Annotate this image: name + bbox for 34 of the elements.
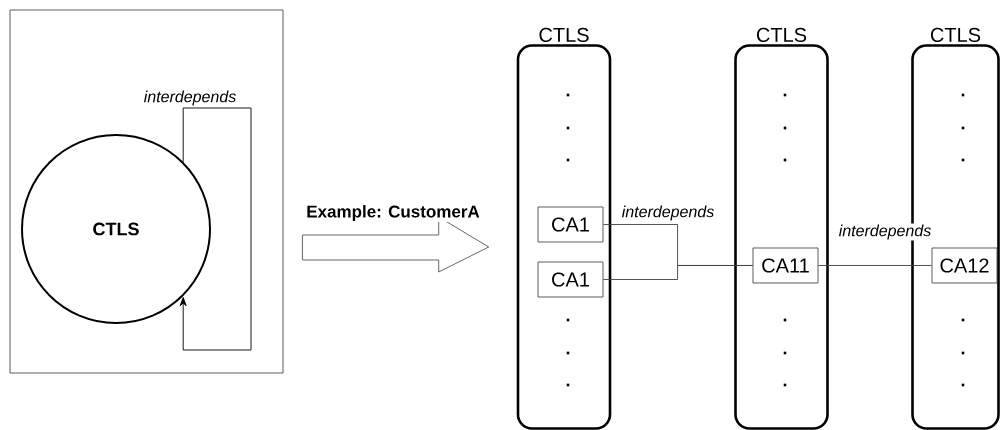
ellipsis-dot: . — [961, 351, 965, 355]
ellipsis-dot: . — [566, 126, 570, 130]
node-label: CTLS — [756, 27, 807, 42]
frame-box — [9, 9, 284, 374]
item-box: CA11 — [752, 247, 819, 284]
connector — [817, 265, 933, 266]
item-box: CA1 — [537, 261, 604, 298]
node-label: CTLS — [930, 27, 981, 42]
ellipsis-dot: . — [566, 383, 570, 387]
ellipsis-dot: . — [783, 351, 787, 355]
ellipsis-dot: . — [783, 158, 787, 162]
item-box: CA1 — [537, 206, 604, 243]
ellipsis-dot: . — [961, 383, 965, 387]
ellipsis-dot: . — [566, 158, 570, 162]
ellipsis-dot: . — [961, 126, 965, 130]
ellipsis-dot: . — [783, 93, 787, 97]
item-box: CA12 — [931, 247, 998, 284]
ellipsis-dot: . — [783, 383, 787, 387]
edge-label: interdepends — [142, 89, 238, 107]
connector — [179, 107, 252, 351]
circle-node: CTLS — [21, 134, 211, 324]
ellipsis-dot: . — [783, 318, 787, 322]
edge-label: interdepends — [837, 223, 933, 241]
edge-label: interdepends — [620, 204, 716, 222]
ellipsis-dot: . — [961, 93, 965, 97]
ellipsis-dot: . — [566, 318, 570, 322]
ellipsis-dot: . — [961, 158, 965, 162]
ellipsis-dot: . — [566, 351, 570, 355]
node-label: CTLS — [539, 27, 589, 42]
edge-label: Example: CustomerA — [305, 204, 481, 222]
ellipsis-dot: . — [566, 93, 570, 97]
ellipsis-dot: . — [783, 126, 787, 130]
ellipsis-dot: . — [961, 318, 965, 322]
connector — [602, 265, 754, 280]
